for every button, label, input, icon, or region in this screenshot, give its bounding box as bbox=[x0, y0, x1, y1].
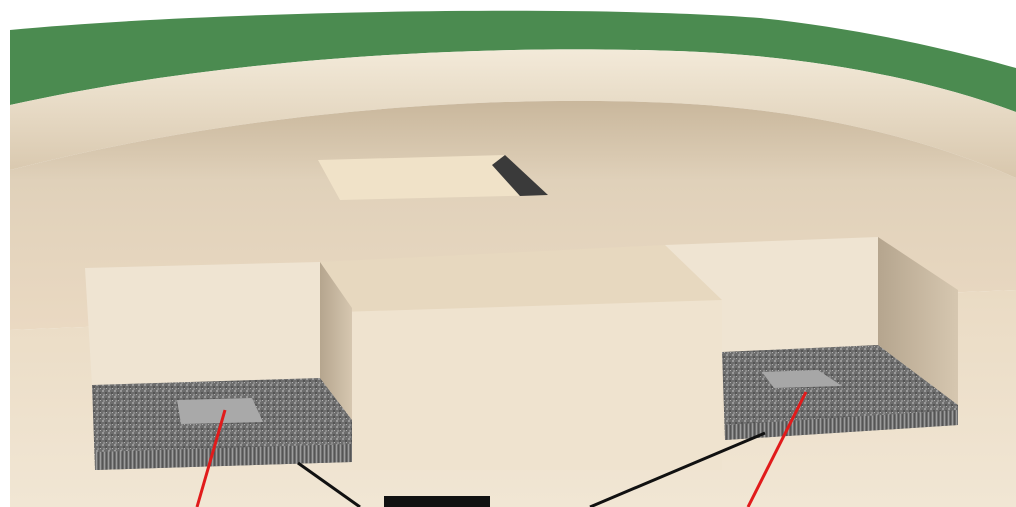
center-block-front bbox=[340, 300, 722, 470]
left-cavity-back-wall bbox=[85, 262, 320, 385]
left-gray-pad bbox=[177, 398, 263, 424]
label-box bbox=[384, 496, 490, 507]
